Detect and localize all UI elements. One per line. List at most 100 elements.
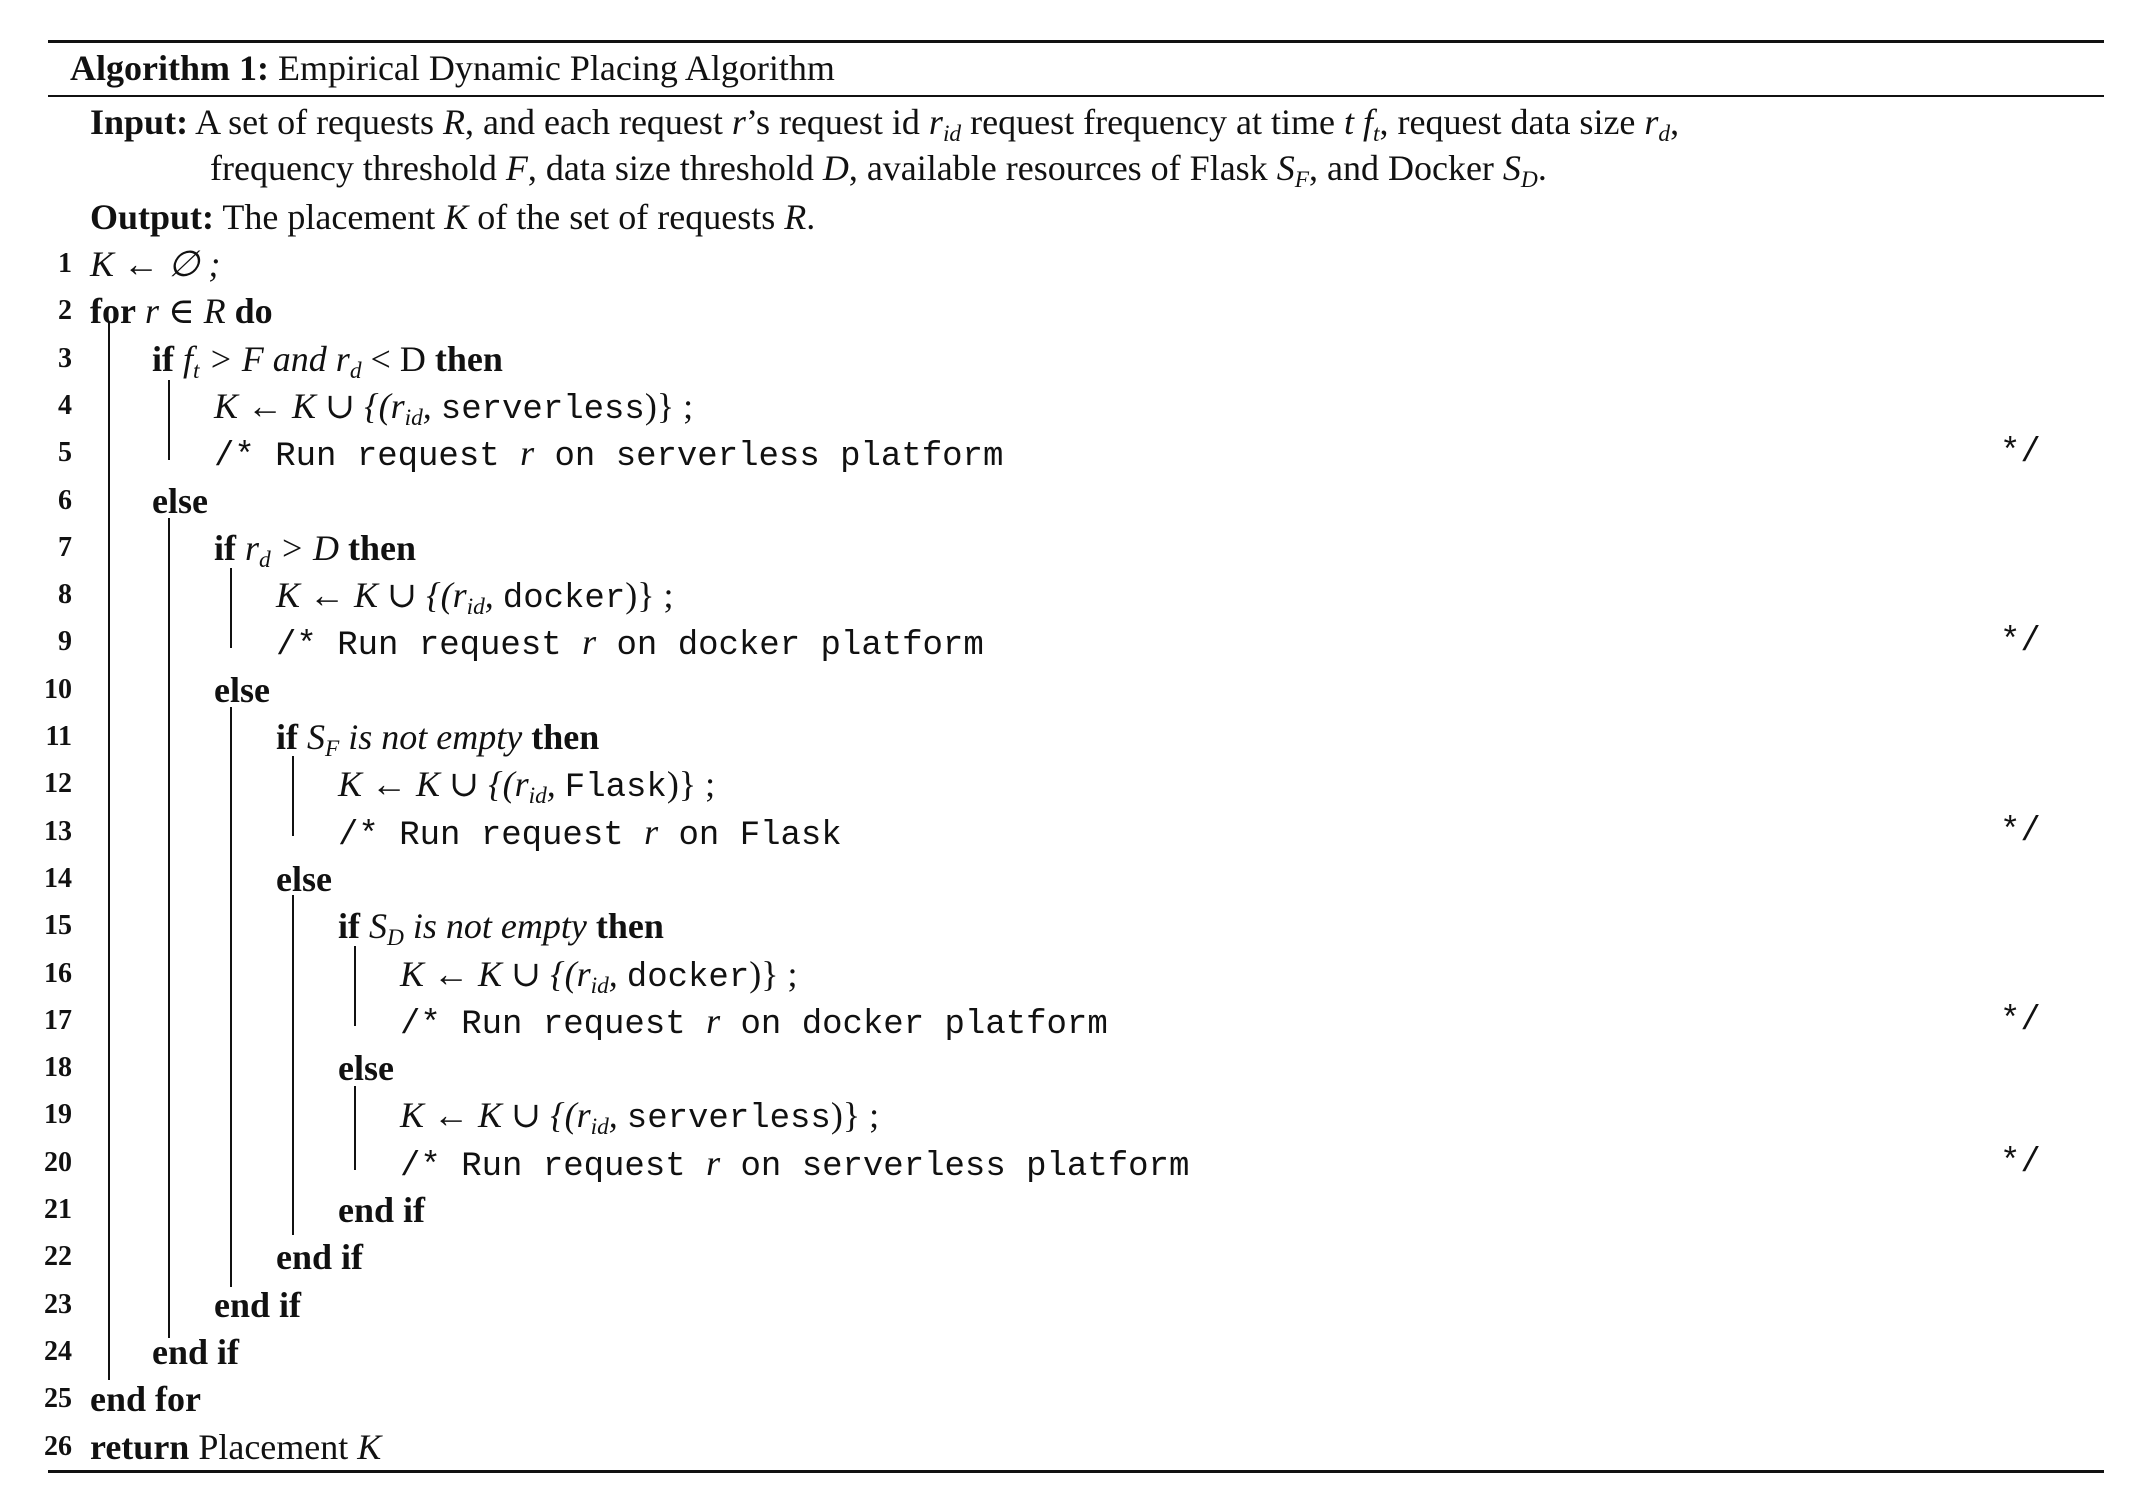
math-text: r [706,1000,721,1041]
math-text: )} ; [644,385,694,426]
code-line: if rd > D then [214,527,416,572]
line-number: 26 [44,1430,72,1462]
input-math-sub: F [1294,167,1309,194]
subscript: d [349,357,362,384]
line-number: 9 [58,626,72,658]
output-math: K [444,197,469,237]
comment-end: */ [2000,1143,2041,1182]
keyword: end for [90,1379,201,1420]
line-number: 20 [44,1146,72,1178]
input-line-2: frequency threshold F, data size thresho… [210,145,1547,194]
mono-text: /* Run request [400,1147,707,1186]
math-text: , [608,1095,627,1136]
output-line: Output: The placement K of the set of re… [90,194,815,240]
input-math: F [505,148,528,188]
line-number: 4 [58,389,72,421]
mono-text: /* Run request [276,627,583,666]
input-math-sub: id [942,121,962,148]
subscript: id [590,1114,609,1141]
input-text: ’s request id [745,102,929,142]
algorithm-title: Algorithm 1: Empirical Dynamic Placing A… [70,44,835,92]
input-math: t [1343,102,1354,142]
for-block-bar [108,322,110,1380]
mono-text: serverless [626,1100,831,1139]
keyword: if [338,906,360,947]
output-math: R [784,197,807,237]
subscript: id [528,783,547,810]
keyword: if [214,527,236,568]
comment-end: */ [2000,1001,2041,1040]
else-block-bar [292,895,294,1235]
code-line: K ← K ∪ {(rid, Flask)} ; [338,764,715,808]
mono-text: serverless [440,390,645,429]
keyword: if [276,717,298,757]
code-line: if ft > F and rd < D then [152,338,503,383]
code-line: K ← K ∪ {(rid, docker)} ; [400,954,798,998]
else-block-bar [354,1086,356,1170]
math-text: < D [361,338,435,379]
math-text: , [546,764,565,805]
code-line: else [338,1048,394,1088]
input-math-sub: D [1520,167,1538,194]
math-text: r [236,527,260,568]
keyword: end if [338,1190,426,1230]
line-number: 11 [45,721,72,752]
code-line: K ← K ∪ {(rid, serverless)} ; [214,386,693,430]
keyword: if [152,338,174,379]
math-text: , [484,575,503,616]
output-text: The placement [222,197,445,237]
top-rule [48,40,2104,43]
if-block-bar [354,946,356,1026]
math-text: > F and r [199,338,350,379]
math-text: )} ; [666,764,716,805]
input-text: request frequency at time [961,102,1344,142]
output-text: of the set of requests [468,197,785,237]
line-number: 10 [44,673,72,705]
line-number: 2 [58,295,72,327]
code-line: end if [214,1285,301,1325]
math-text: )} ; [749,953,798,994]
if-block-bar [292,756,294,836]
keyword: else [276,858,332,899]
mono-text: on serverless platform [534,438,1004,477]
line-number: 12 [44,768,72,800]
input-math: r [928,102,943,142]
code-line: for r ∈ R do [90,291,273,331]
else-block-bar [230,707,232,1287]
line-number: 5 [58,437,72,469]
code-line: end if [276,1237,363,1277]
output-label: Output: [90,197,215,237]
line-number: 23 [44,1288,72,1320]
math-text: K ← K ∪ {(r [400,953,591,994]
math-text: r [582,622,597,663]
code-line: /* Run request r on serverless platform [400,1143,1189,1187]
code-line: end for [90,1379,201,1419]
code-line: if SF is not empty then [276,717,600,761]
subscript: id [404,404,423,431]
mono-text: on docker platform [720,1005,1108,1044]
keyword: else [338,1048,394,1089]
if-block-bar [230,568,232,648]
keyword: end if [214,1284,302,1325]
math-text: r [520,433,535,474]
input-math: R [443,102,466,142]
keyword: then [434,338,503,379]
code-line: else [214,670,270,710]
code-line: end if [152,1332,239,1372]
subscript: F [325,736,340,763]
input-text: A set of requests [195,102,444,142]
input-text: , and each request [465,102,732,142]
keyword: do [234,291,273,332]
code-line: K ← K ∪ {(rid, docker)} ; [276,575,674,619]
input-math: S [1276,148,1295,188]
keyword: for [90,291,136,332]
code-line: K ← K ∪ {(rid, serverless)} ; [400,1095,879,1139]
subscript: d [259,546,271,573]
mono-text: /* Run request [214,438,521,477]
input-text: , request data size [1379,102,1645,142]
math-text: S [360,906,387,947]
math-text: K ← K ∪ {(r [338,764,529,805]
subscript: D [387,925,404,952]
math-text: S [298,717,325,757]
keyword: then [531,717,600,757]
